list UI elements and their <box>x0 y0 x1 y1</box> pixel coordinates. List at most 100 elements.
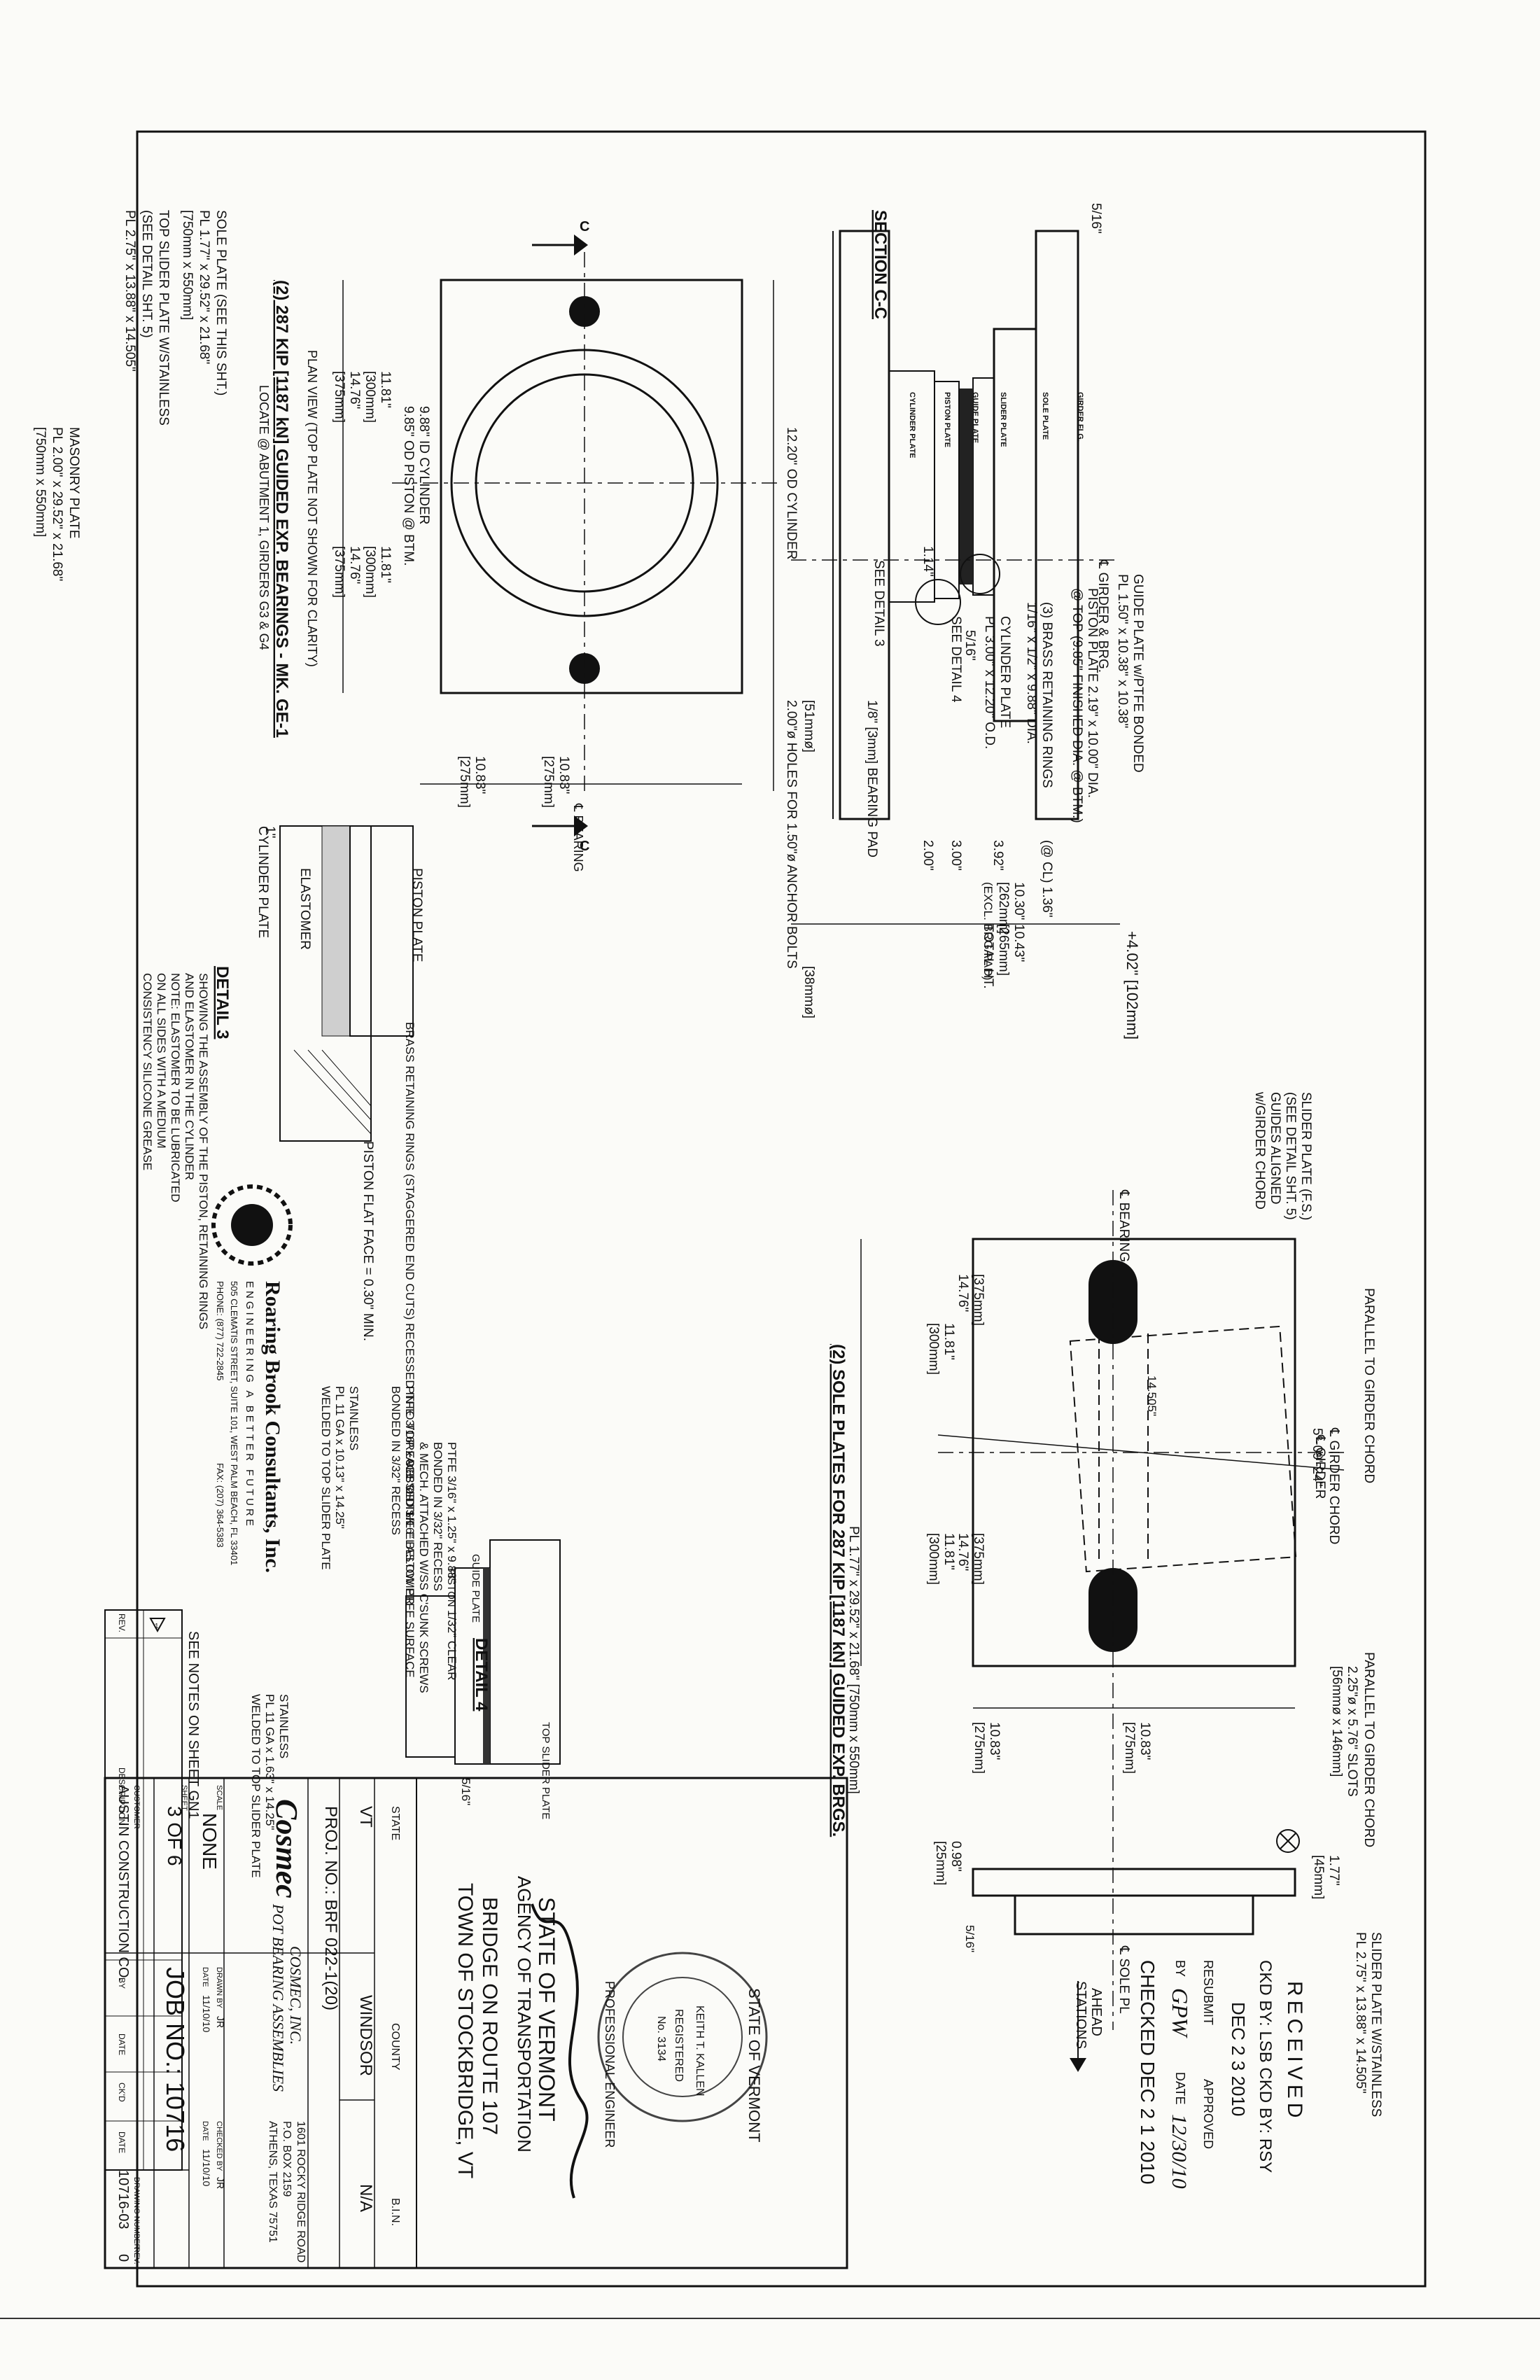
slider-fs-4: w/GIRDER CHORD <box>1252 1091 1267 1210</box>
sole-plate-notes: SLIDER PLATE (F.S.) (SEE DETAIL SHT. 5) … <box>1252 1091 1383 2117</box>
detail3-hatch-1 <box>293 1049 372 1135</box>
detail4-stainless-b-spec: PL 11 GA x 1.63" x 14.25" <box>263 1694 276 1830</box>
slider-fs-2: (SEE DETAIL SHT. 5) <box>1283 1092 1298 1220</box>
tb-job-no: JOB NO.: 10716 <box>161 1967 190 2152</box>
plan-view-note: PLAN VIEW (TOP PLATE NOT SHOWN FOR CLARI… <box>305 350 319 667</box>
dim-262: [262mm] <box>996 882 1011 934</box>
sole-plates-title: (2) SOLE PLATES FOR 287 KIP [1187 kN] GU… <box>829 1344 848 1837</box>
girder-chord-line <box>937 1434 1345 1471</box>
dim-1-14: 1.14" <box>920 546 935 577</box>
sole-plates-size: PL 1.77" x 29.52" x 21.68" [750mm x 550m… <box>846 1526 861 1794</box>
slider-footprint-dashed <box>1069 1325 1297 1573</box>
rev-col-date: DATE <box>117 2033 127 2055</box>
detail4-clear: 1/32" CLEAR <box>445 1610 458 1681</box>
tb-addr-2: P.O. BOX 2159 <box>281 2121 293 2197</box>
tb-company-logo: Cosmec <box>270 1799 304 1898</box>
holes-note-mm: [51mmø] <box>802 700 816 752</box>
tb-product: POT BEARING ASSEMBLIES <box>270 1903 287 2092</box>
rev-col-by: BY <box>117 1977 127 1989</box>
detail-4-drawing <box>405 1539 561 1765</box>
detail4-stainless-a-weld: WELDED TO TOP SLIDER PLATE <box>319 1386 332 1570</box>
pe-seal-inner <box>622 1977 743 2097</box>
detail4-stainless-a: STAINLESS <box>347 1386 360 1450</box>
girder-cl-label: ℄ GIRDER & BRG. <box>1096 559 1110 673</box>
dim-10-30: 10.30" <box>1011 882 1026 920</box>
checked-stamp: CHECKED DEC 2 1 2010 <box>1137 1960 1158 2185</box>
tb-checked-label: CHECKED BY <box>215 2121 223 2171</box>
firm-address: 505 CLEMATIS STREET, SUITE 101, WEST PAL… <box>229 1281 239 1565</box>
holes-note: 2.00"ø HOLES FOR 1.50"ø ANCHOR BOLTS <box>784 700 799 969</box>
guide-plate-label: GUIDE PLATE w/PTFE BONDED <box>1130 574 1145 773</box>
dim-1-77: 1.77" <box>1326 1855 1341 1886</box>
tb-county-hdr: COUNTY <box>389 2023 401 2071</box>
dim-excl-pad: (EXCL. BRG PAD) <box>981 882 995 980</box>
seal-professional: PROFESSIONAL ENGINEER <box>603 1981 617 2148</box>
sole-plate-elevation <box>972 1868 1296 1897</box>
firm-logo-core <box>231 1204 273 1246</box>
section-cc-notes: SECTION C-C SEE DETAIL 3 ℄ GIRDER & BRG.… <box>864 210 1145 1040</box>
detail3-cylinder-label: CYLINDER PLATE <box>255 826 270 938</box>
sole-dim-11-81-b: 11.81" <box>941 1533 956 1570</box>
sole-dim-10-83-b: 10.83" <box>1138 1722 1152 1760</box>
dim-375-a: [375mm] <box>332 371 346 423</box>
tb-company-name: COSMEC, INC. <box>287 1946 304 2045</box>
tb-agency-2: AGENCY OF TRANSPORTATION <box>514 1876 535 2152</box>
tb-company: Cosmec COSMEC, INC. POT BEARING ASSEMBLI… <box>267 1799 307 2262</box>
detail3-hatch-2 <box>307 1049 372 1121</box>
detail3-piston-label: PISTON PLATE <box>410 868 424 962</box>
plan-leader-notes: SOLE PLATE (SEE THIS SHT.) PL 1.77" x 29… <box>33 210 228 581</box>
dim-14-76-a: 14.76" <box>347 371 362 409</box>
tb-addr-3: ATHENS, TEXAS 75751 <box>267 2121 279 2243</box>
section-cc <box>791 230 1120 925</box>
received-stamp: RECEIVED CKD BY: LSB CKD BY: RSY DEC 2 3… <box>1137 1960 1306 2189</box>
detail4-weld: 5/16" <box>459 1778 472 1805</box>
section-layer-labels: SOLE PLATE GIRDER FLG. SLIDER PLATE GUID… <box>908 392 1084 458</box>
tb-customer-label: CUSTOMER <box>132 1785 141 1829</box>
detail-4-callout-circle <box>960 554 1000 594</box>
detail4-stainless-b: STAINLESS <box>277 1694 290 1758</box>
sole-dim-300-a: [300mm] <box>926 1323 941 1375</box>
seal-registered: REGISTERED <box>673 2009 685 2082</box>
slots-label: 2.25"ø x 5.76" SLOTS <box>1345 1666 1359 1797</box>
tb-addr-1: 1601 ROCKY RIDGE ROAD <box>295 2121 307 2262</box>
masonry-plate-label: MASONRY PLATE <box>66 427 81 538</box>
firm-gear-logo-icon <box>211 1184 293 1266</box>
ahead-stations: AHEAD STATIONS <box>1073 1981 1104 2049</box>
sole-dim-10-83-a: 10.83" <box>987 1722 1002 1760</box>
anchor-slot-top <box>1088 1260 1138 1344</box>
tb-proj-no: PROJ. NO.: BRF 022-1(20) <box>321 1806 340 2010</box>
pe-seal-outer <box>597 1952 768 2122</box>
detail4-title: DETAIL 4 <box>472 1638 491 1712</box>
tb-state-row: STATE COUNTY B.I.N. VT WINDSOR N/A PROJ.… <box>321 1806 401 2226</box>
sole-weld: 5/16" <box>963 1925 976 1952</box>
rev-triangle-icon <box>149 1618 166 1633</box>
seal-number: No. 3134 <box>655 2016 667 2062</box>
detail4-stainless-b-weld: WELDED TO TOP SLIDER PLATE <box>249 1694 262 1878</box>
sole-dim-375-a: [375mm] <box>971 1274 986 1326</box>
dim-2-00: 2.00" <box>920 840 935 871</box>
tb-drawn-val: JR <box>215 2016 226 2028</box>
detail3-note-4: ON ALL SIDES WITH A MEDIUM <box>155 973 168 1149</box>
detail3-note-5: CONSISTENCY SILICONE GREASE <box>141 973 154 1170</box>
detail4-ptfe-2: PTFE 3/16" x 1.25" x 9.88" <box>445 1442 458 1583</box>
detail3-elastomer-label: ELASTOMER <box>298 868 312 950</box>
plan-view <box>342 234 777 836</box>
slider-plate-ref: (SEE DETAIL SHT. 5) <box>139 210 154 338</box>
bearing-title: (2) 287 KIP [1187 kN] GUIDED EXP. BEARIN… <box>272 280 291 738</box>
detail3-flat-face: PISTON FLAT FACE = 0.30" MIN. <box>360 1141 375 1341</box>
detail4-piston <box>405 1595 456 1758</box>
tb-scale-row: SCALE NONE DRAWN BY JR DATE 11/10/10 CHE… <box>199 1785 226 2189</box>
received-date-label: DATE <box>1173 2072 1187 2105</box>
firm-phone: PHONE: (877) 722-2845 <box>215 1281 225 1380</box>
rev-col-rev: REV. <box>117 1614 127 1632</box>
slider-plate-label: TOP SLIDER PLATE W/STAINLESS <box>156 210 171 426</box>
tb-rev-label: REV. <box>132 2247 141 2264</box>
anchor-slot-bottom <box>1088 1568 1138 1652</box>
tb-state-hdr: STATE <box>389 1806 401 1840</box>
slider-spec: SLIDER PLATE W/STAINLESS <box>1368 1932 1383 2117</box>
detail4-ptfe-1: PTFE 3/16" x 9.88"ø DISK <box>403 1386 416 1526</box>
tb-county-val: WINDSOR <box>356 1995 375 2076</box>
weld-a: 5/16" <box>1088 203 1103 234</box>
slider-plate-size: PL 2.75" x 13.88" x 14.505" <box>122 210 137 372</box>
firm-fax: FAX: (207) 364-5383 <box>215 1463 225 1548</box>
